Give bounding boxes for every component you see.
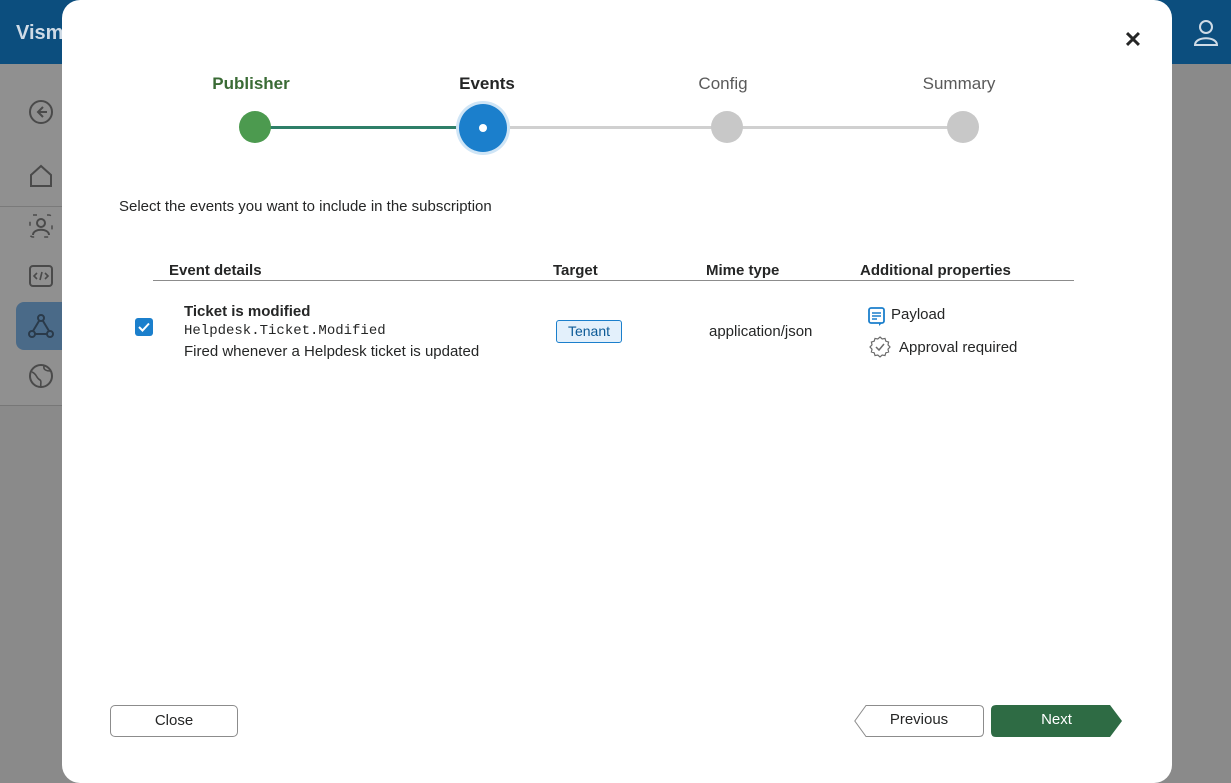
event-name: Ticket is modified (184, 303, 311, 320)
event-checkbox[interactable] (135, 318, 153, 336)
step-label-config: Config (698, 74, 748, 93)
sidebar-item-webhooks[interactable] (16, 302, 62, 350)
step-label-events: Events (459, 74, 515, 93)
header-additional-properties: Additional properties (860, 262, 1011, 279)
next-button[interactable]: Next (991, 705, 1122, 737)
brand-logo: Vism (16, 22, 64, 44)
sidebar-divider (0, 206, 62, 207)
users-icon (29, 214, 53, 238)
header-event-details: Event details (169, 262, 262, 279)
webhook-icon (28, 314, 54, 338)
step-label-publisher[interactable]: Publisher (212, 74, 290, 93)
close-icon[interactable]: ✕ (1123, 27, 1143, 52)
globe-icon (29, 364, 53, 388)
step-connector-done (255, 126, 483, 129)
header-target: Target (553, 262, 598, 279)
subscription-wizard-modal: ✕ Publisher Events Config Summary Select… (62, 0, 1172, 783)
step-dot-config (711, 111, 743, 143)
property-payload-label: Payload (891, 306, 946, 323)
previous-button-label: Previous (889, 711, 949, 728)
step-label-summary: Summary (922, 74, 996, 93)
sidebar-item-globe[interactable] (16, 352, 62, 400)
sidebar-back-button[interactable] (16, 88, 62, 136)
sidebar-item-home[interactable] (16, 152, 62, 200)
home-icon (30, 164, 52, 187)
sidebar-item-code[interactable] (16, 252, 62, 300)
approval-badge-icon (869, 336, 891, 358)
next-arrow-shape (991, 705, 1122, 737)
event-description: Fired whenever a Helpdesk ticket is upda… (184, 343, 480, 360)
sidebar (0, 64, 62, 406)
step-dot-summary (947, 111, 979, 143)
step-dot-events (459, 104, 507, 152)
property-approval-label: Approval required (899, 339, 1018, 356)
back-icon (29, 100, 53, 124)
next-button-label: Next (1041, 711, 1072, 728)
header-mime-type: Mime type (706, 262, 780, 279)
mime-type-value: application/json (709, 323, 813, 340)
sidebar-item-users[interactable] (16, 202, 62, 250)
event-code: Helpdesk.Ticket.Modified (184, 323, 386, 339)
target-badge: Tenant (556, 320, 622, 343)
instruction-text: Select the events you want to include in… (119, 198, 492, 215)
step-dot-publisher[interactable] (239, 111, 271, 143)
previous-arrow-shape (854, 705, 984, 737)
close-button[interactable]: Close (110, 705, 238, 737)
previous-button[interactable]: Previous (854, 705, 984, 737)
code-icon (29, 265, 53, 287)
table-header-divider (153, 280, 1074, 281)
close-button-label: Close (154, 712, 194, 729)
payload-icon (868, 307, 885, 326)
user-icon[interactable] (1190, 16, 1222, 48)
checkmark-icon (138, 322, 150, 332)
